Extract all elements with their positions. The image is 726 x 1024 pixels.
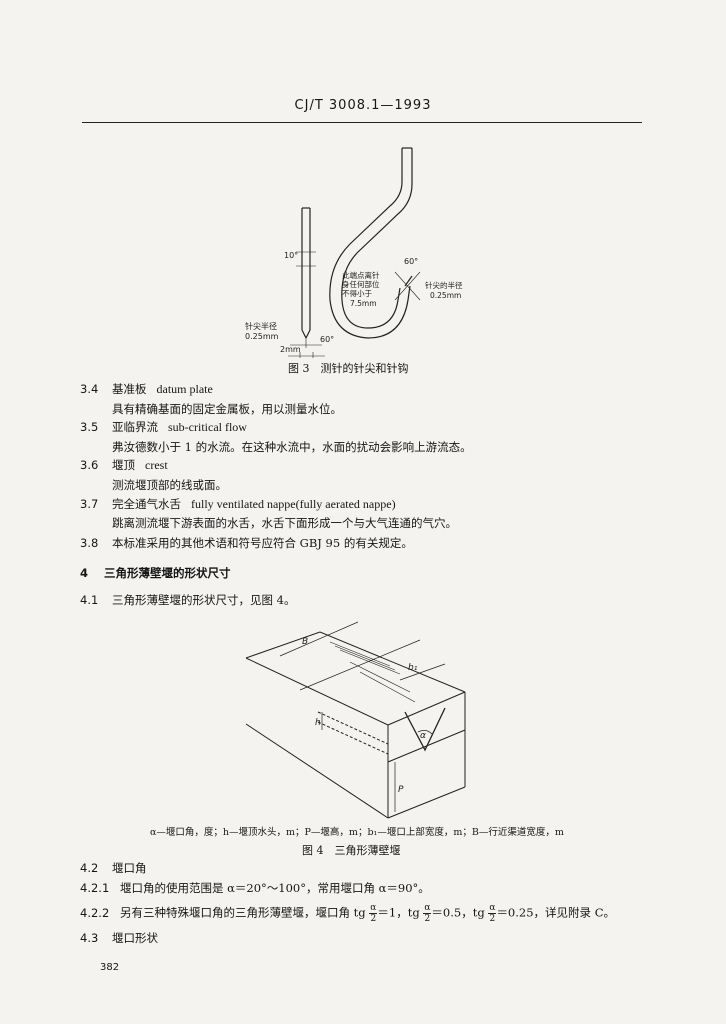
label-hook-note-3: 不得小于 — [342, 288, 372, 298]
label-60deg-tip: 60° — [320, 335, 334, 344]
label-tip-radius-right-2: 0.25mm — [430, 291, 461, 300]
label-hook-note-4: 7.5mm — [350, 299, 377, 308]
section-3-7-body: 跳离测流堰下游表面的水舌，水舌下面形成一个与大气连通的气穴。 — [112, 516, 457, 530]
label-tip-radius-right-1: 针尖的半径 — [425, 280, 463, 290]
label-tip-radius-left-1: 针尖半径 — [245, 321, 277, 331]
label-hook-note-2: 身任何部位 — [342, 279, 380, 289]
label-2mm: 2mm — [280, 345, 301, 354]
label-b1: b₁ — [408, 663, 418, 673]
figure-4-legend: α—堰口角，度；h—堰顶水头，m；P—堰高，m；b₁—堰口上部宽度，m；B—行近… — [150, 827, 564, 838]
label-alpha: α — [420, 731, 426, 741]
page-header: CJ/T 3008.1—1993 — [294, 98, 432, 113]
figure-4-triangular-weir: B b₁ h P α — [245, 621, 466, 819]
label-tip-radius-left-2: 0.25mm — [245, 332, 279, 341]
label-10deg: 10° — [284, 251, 298, 260]
label-P: P — [398, 785, 404, 795]
page-number: 382 — [100, 962, 120, 973]
section-3-5-body: 弗汝德数小于 1 的水流。在这种水流中，水面的扰动会影响上游流态。 — [112, 440, 472, 454]
figure-4-caption: 图 4 三角形薄壁堰 — [302, 844, 401, 857]
section-3-4-body: 具有精确基面的固定金属板，用以测量水位。 — [112, 402, 342, 416]
figure-3-needle-and-hook: 10° 60° 针尖半径 0.25mm 2mm 60° 此端点离针 身任何部位 … — [245, 147, 463, 358]
section-3-6-body: 测流堰顶部的线或面。 — [112, 478, 227, 492]
label-60deg-hook: 60° — [404, 257, 418, 266]
header-rule — [82, 122, 642, 123]
label-h: h — [315, 718, 321, 728]
figure-3-caption: 图 3 测针的针尖和针钩 — [288, 362, 409, 375]
label-B: B — [302, 637, 308, 647]
label-hook-note-1: 此端点离针 — [342, 270, 380, 280]
